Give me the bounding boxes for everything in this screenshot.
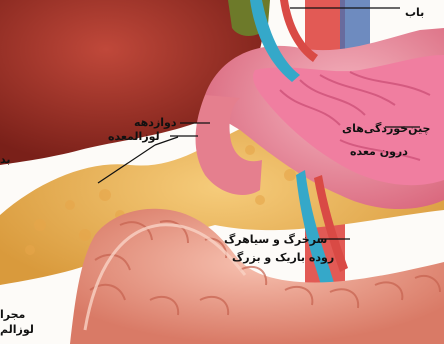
pancreas-label: لوزالمعده: [108, 130, 160, 143]
gastric-folds-label-1: چین‌خوردگی‌های: [342, 122, 430, 135]
edge-label: بد: [0, 153, 10, 166]
bile-duct-label-1: مجرا: [0, 308, 25, 321]
portal-vein-label: باب: [405, 6, 424, 19]
mesenteric-vessels-label-1: سرخرگ و سیاهرگ: [224, 233, 327, 246]
gastric-folds-label-2: درون معده: [350, 145, 408, 158]
duodenum-label: دوازدهه: [134, 116, 177, 129]
bile-duct-label-2: لوزالم: [0, 323, 34, 336]
mesenteric-vessels-label-2: روده باریک و بزرگ: [232, 251, 334, 264]
